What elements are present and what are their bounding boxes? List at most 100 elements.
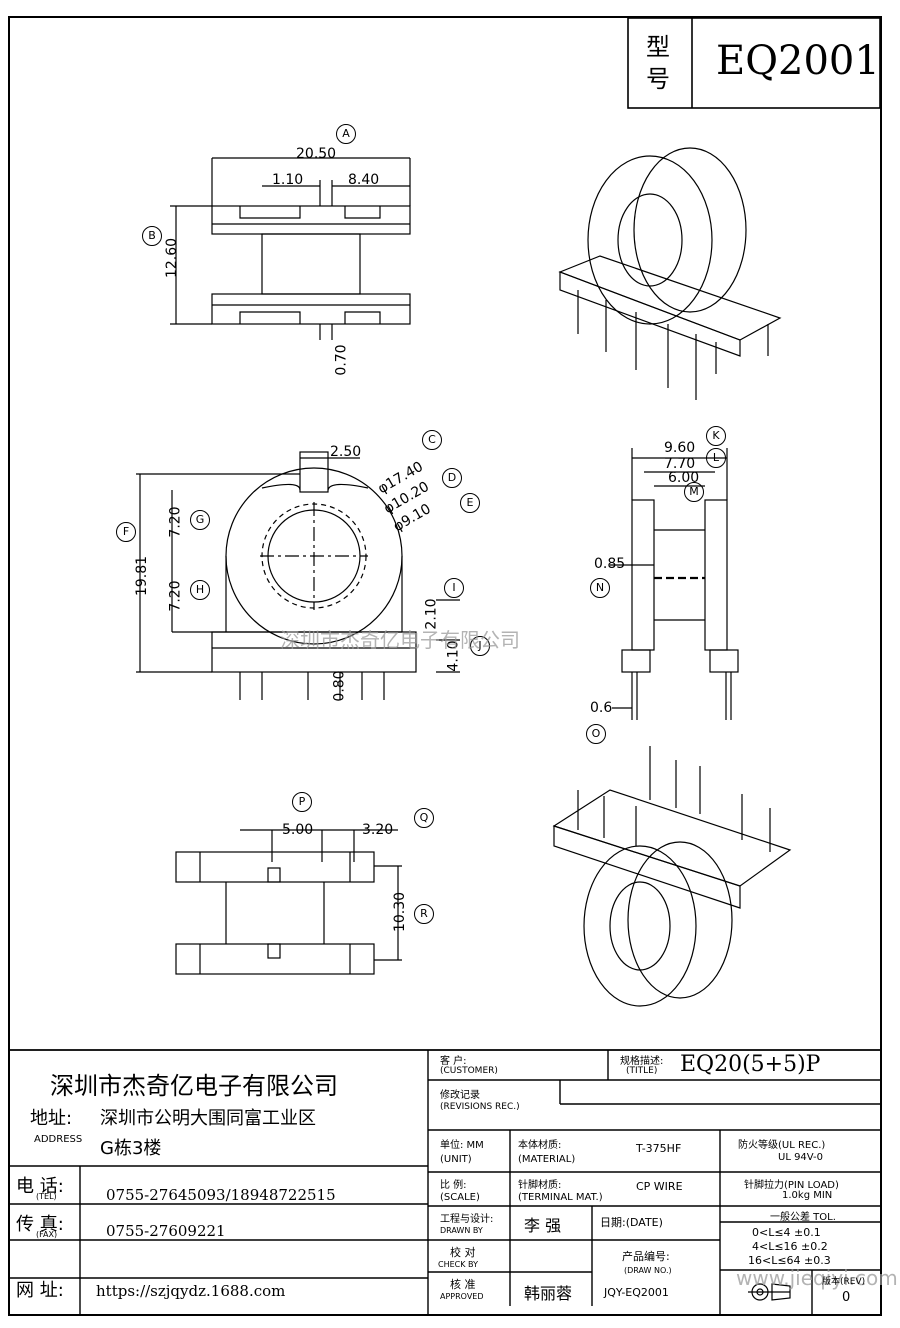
callout-f: F [116,522,136,542]
check-en: CHECK BY [438,1260,478,1269]
drawing-frame [8,16,882,1316]
spec-value: EQ20(5+5)P [680,1052,821,1077]
callout-r: R [414,904,434,924]
drawno-en: (DRAW NO.) [624,1266,672,1275]
fax-en: (FAX) [36,1230,58,1239]
tol-row-1: 0<L≤4 ±0.1 [752,1226,821,1239]
callout-d: D [442,468,462,488]
drawn-en: DRAWN BY [440,1226,483,1235]
dim-B: 12.60 [164,237,181,279]
model-value: EQ2001 [716,38,880,84]
tel-value: 0755-27645093/18948722515 [106,1186,336,1204]
address-line1: 深圳市公明大围同富工业区 [100,1108,316,1129]
model-label-1: 型 [646,33,670,61]
pin-load-value: 1.0kg MIN [782,1190,833,1201]
dim-A-left: 1.10 [272,172,304,188]
spec-en: (TITLE) [626,1066,658,1076]
material-value: T-375HF [636,1142,682,1155]
fax-label: 传 真: [16,1214,64,1235]
tol-row-2: 4<L≤16 ±0.2 [752,1240,828,1253]
title-block-grid [10,1049,880,1316]
drawno-label: 产品编号: [622,1250,670,1263]
material-label: 本体材质: [518,1140,562,1151]
terminal-label: 针脚材质: [518,1180,562,1191]
iso-view-bottom [552,746,792,1007]
callout-i: I [444,578,464,598]
callout-b: B [142,226,162,246]
unit-en: (UNIT) [440,1154,472,1165]
callout-q: Q [414,808,434,828]
watermark: 深圳市杰奇亿电子有限公司 [280,628,520,652]
callout-j: J [470,636,490,656]
dim-F: 19.81 [134,555,151,597]
callout-e: E [460,493,480,513]
rev-value: 0 [842,1290,851,1305]
callout-m: M [684,482,704,502]
callout-n: N [590,578,610,598]
front-view [170,157,411,340]
dim-A: 20.50 [296,146,337,162]
fax-value: 0755-27609221 [106,1222,226,1240]
approved-en: APPROVED [440,1292,484,1301]
dim-R: 10.30 [392,891,409,933]
tel-en: (TEL) [36,1192,57,1201]
dim-H: 7.20 [167,580,184,612]
callout-l: L [706,448,726,468]
terminal-en: (TERMINAL MAT.) [518,1192,603,1203]
side-view [136,451,460,700]
rev-label: 版本(REV) [822,1277,866,1287]
dim-B-bottom: 0.70 [333,344,350,376]
tol-label: 一般公差 TOL. [770,1212,836,1223]
customer-label: 客 户: [440,1056,467,1067]
address-label: 地址: [30,1108,73,1129]
callout-h: H [190,580,210,600]
customer-en: (CUSTOMER) [440,1066,498,1076]
projection-symbol-icon [748,1283,791,1301]
web-value: https://szjqydz.1688.com [96,1282,286,1300]
company-name: 深圳市杰奇亿电子有限公司 [50,1072,338,1100]
dim-P-right: 3.20 [362,822,394,838]
ul-label: 防火等级(UL REC.) [738,1140,826,1151]
right-view [610,448,739,720]
drawn-label: 工程与设计: [440,1214,494,1225]
scale-label: 比 例: [440,1180,467,1191]
revisions-en: (REVISIONS REC.) [440,1102,520,1112]
watermark-url: www.jieqiyi.com [736,1266,898,1290]
model-label-2: 号 [646,65,670,93]
terminal-value: CP WIRE [636,1180,683,1193]
dim-O: 0.6 [590,700,613,716]
callout-c: C [422,430,442,450]
revisions-label: 修改记录 [440,1090,480,1101]
dim-P-left: 5.00 [282,822,314,838]
callout-k: K [706,426,726,446]
dim-C: 2.50 [330,444,362,460]
dim-L: 7.70 [664,456,696,472]
date-label: 日期:(DATE) [600,1216,663,1229]
drawno-value: JQY-EQ2001 [604,1286,669,1299]
web-label: 网 址: [16,1280,64,1301]
callout-p: P [292,792,312,812]
model-box [627,17,881,109]
material-en: (MATERIAL) [518,1154,576,1165]
approved-label: 核 准 [450,1278,476,1291]
dim-A-right: 8.40 [348,172,380,188]
tol-row-3: 16<L≤64 ±0.3 [748,1254,831,1267]
drawn-value: 李 强 [524,1216,562,1235]
ul-value: UL 94V-0 [778,1152,824,1163]
approved-value: 韩丽蓉 [524,1284,573,1303]
scale-en: (SCALE) [440,1192,480,1203]
spec-label: 规格描述: [620,1056,664,1067]
check-label: 校 对 [450,1246,476,1259]
iso-view-top [558,147,782,400]
callout-g: G [190,510,210,530]
pin-load-label: 针脚拉力(PIN LOAD) [744,1180,839,1191]
dim-N: 0.85 [594,556,626,572]
address-line2: G栋3楼 [100,1138,162,1159]
dim-G: 7.20 [167,506,184,538]
address-en: ADDRESS [34,1134,83,1145]
unit-label: 单位: MM [440,1140,484,1151]
bottom-view [175,829,402,975]
tel-label: 电 话: [16,1176,64,1197]
callout-a: A [336,124,356,144]
